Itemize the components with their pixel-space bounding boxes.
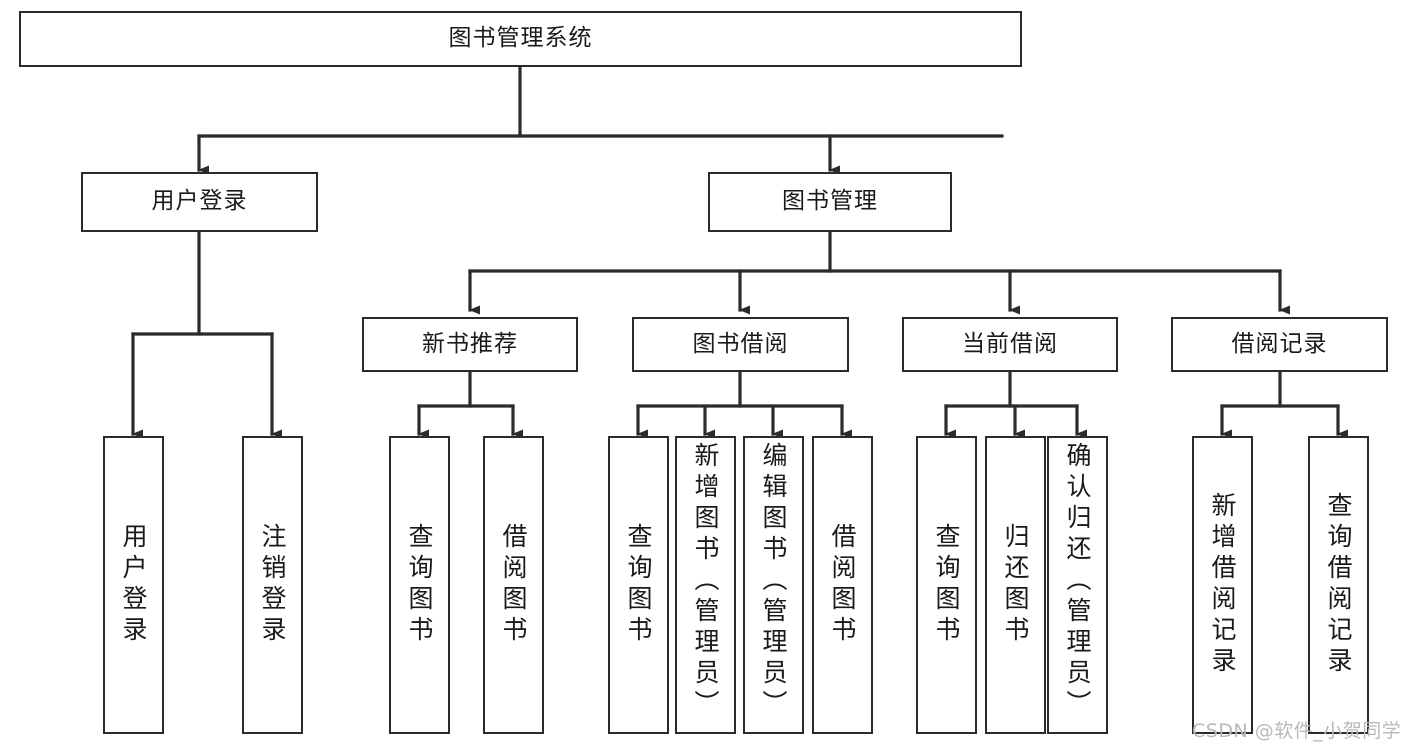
node-label: 图书管理 — [782, 188, 878, 215]
node-borrow-record[interactable]: 借阅记录 — [1171, 317, 1388, 372]
leaf-add-borrow-record[interactable]: 新增借阅记录 — [1192, 436, 1253, 734]
node-label: 编辑图书（管理员） — [759, 442, 788, 721]
leaf-borrow-book[interactable]: 借阅图书 — [812, 436, 873, 734]
node-label: 查询借阅记录 — [1324, 492, 1353, 678]
node-label: 用户登录 — [151, 188, 248, 215]
node-label: 借阅图书 — [499, 523, 528, 647]
node-label: 查询图书 — [405, 523, 434, 647]
leaf-query-book-recommend[interactable]: 查询图书 — [389, 436, 450, 734]
node-label: 注销登录 — [258, 523, 287, 647]
leaf-return-book[interactable]: 归还图书 — [985, 436, 1046, 734]
leaf-user-login[interactable]: 用户登录 — [103, 436, 164, 734]
node-label: 新书推荐 — [422, 330, 518, 357]
node-label: 图书管理系统 — [448, 25, 593, 52]
node-root-system[interactable]: 图书管理系统 — [19, 11, 1022, 67]
node-label: 用户登录 — [119, 523, 148, 647]
node-label: 新增借阅记录 — [1208, 492, 1237, 678]
node-label: 借阅记录 — [1231, 330, 1328, 357]
node-new-book-recommend[interactable]: 新书推荐 — [362, 317, 578, 372]
node-label: 归还图书 — [1001, 523, 1030, 647]
leaf-add-book-admin[interactable]: 新增图书（管理员） — [675, 436, 736, 734]
node-label: 确认归还（管理员） — [1063, 442, 1092, 721]
node-label: 借阅图书 — [828, 523, 857, 647]
node-label: 当前借阅 — [962, 330, 1058, 357]
node-book-management[interactable]: 图书管理 — [708, 172, 952, 232]
node-book-borrow[interactable]: 图书借阅 — [632, 317, 849, 372]
leaf-query-book-current[interactable]: 查询图书 — [916, 436, 977, 734]
node-current-borrow[interactable]: 当前借阅 — [902, 317, 1118, 372]
node-label: 新增图书（管理员） — [691, 442, 720, 721]
leaf-query-borrow-record[interactable]: 查询借阅记录 — [1308, 436, 1369, 734]
leaf-logout[interactable]: 注销登录 — [242, 436, 303, 734]
leaf-confirm-return-admin[interactable]: 确认归还（管理员） — [1047, 436, 1108, 734]
leaf-edit-book-admin[interactable]: 编辑图书（管理员） — [743, 436, 804, 734]
node-label: 查询图书 — [932, 523, 961, 647]
node-user-login[interactable]: 用户登录 — [81, 172, 318, 232]
node-label: 查询图书 — [624, 523, 653, 647]
node-label: 图书借阅 — [692, 330, 789, 357]
leaf-query-book-borrow[interactable]: 查询图书 — [608, 436, 669, 734]
leaf-borrow-book-recommend[interactable]: 借阅图书 — [483, 436, 544, 734]
